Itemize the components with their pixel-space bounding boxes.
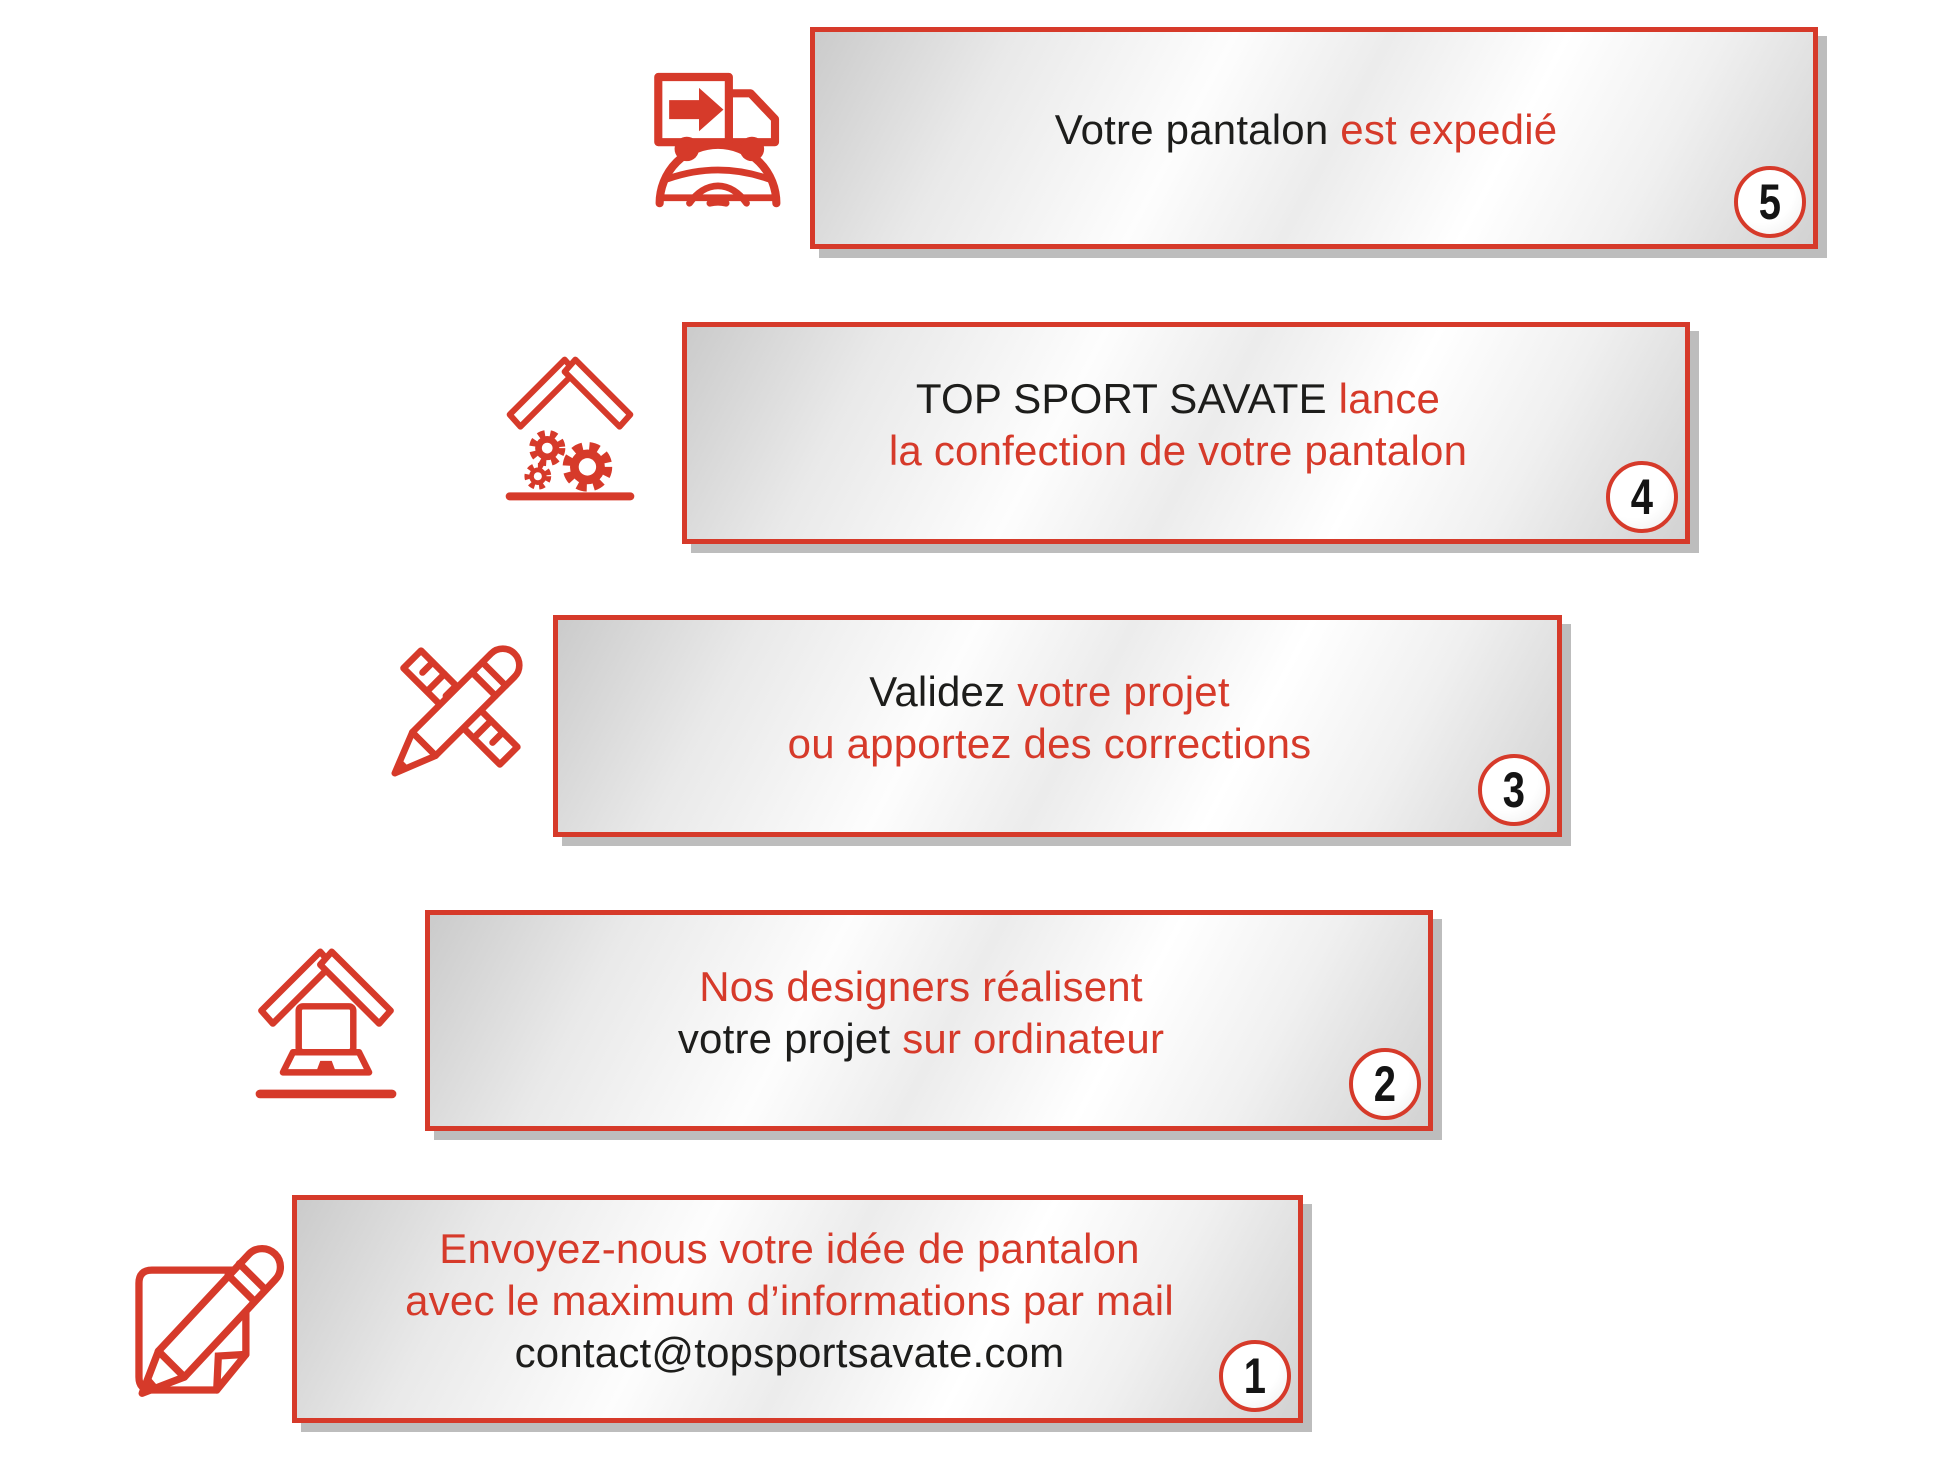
text-line: contact@topsportsavate.com [405,1327,1174,1379]
step-panel-4: TOP SPORT SAVATE lance la confection de … [682,322,1690,544]
email-text: contact@topsportsavate.com [514,1329,1065,1376]
step-1-text: Envoyez-nous votre idée de pantalon avec… [375,1223,1220,1395]
text-line: Validez votre projet [788,666,1312,718]
truck-globe-icon [648,58,788,210]
note-pencil-icon [126,1238,288,1406]
text-segment: Nos designers réalisent [699,962,1143,1010]
step-number: 3 [1502,762,1526,818]
text-line: avec le maximum d’informations par mail [405,1275,1174,1327]
text-segment: est expedié [1340,106,1558,153]
step-number: 1 [1243,1348,1267,1404]
text-line: Envoyez-nous votre idée de pantalon [405,1223,1174,1275]
text-segment: Votre pantalon [1054,106,1341,153]
step-3-text: Validez votre projet ou apportez des cor… [758,666,1358,786]
ruler-pencil-icon [386,633,532,785]
text-line: ou apportez des corrections [788,718,1312,770]
text-segment: TOP SPORT SAVATE [915,375,1339,422]
text-segment: votre projet [1017,668,1230,715]
step-number-badge: 3 [1478,754,1550,826]
house-laptop-icon [253,946,399,1104]
step-number-badge: 4 [1606,461,1678,533]
step-2-text: Nos designers réalisent votre projet sur… [648,961,1210,1081]
step-4-text: TOP SPORT SAVATE lance la confection de … [859,373,1513,493]
step-number: 5 [1758,174,1782,230]
text-segment: Envoyez-nous votre idée de pantalon [439,1225,1140,1272]
text-segment: avec le maximum d’informations par mail [405,1277,1174,1324]
text-line: la confection de votre pantalon [889,425,1467,477]
text-segment: la confection de votre pantalon [888,427,1468,474]
house-gears-icon [503,348,637,508]
step-number: 2 [1373,1056,1397,1112]
step-number: 4 [1630,469,1654,525]
text-line: TOP SPORT SAVATE lance [889,373,1467,425]
step-panel-5: Votre pantalon est expedié 5 [810,27,1818,249]
step-5-text: Votre pantalon est expedié [1025,104,1604,172]
text-segment: Validez [869,668,1018,715]
step-number-badge: 2 [1349,1048,1421,1120]
text-line: Nos designers réalisent [678,961,1164,1013]
text-line: votre projet sur ordinateur [678,1013,1164,1065]
step-number-badge: 5 [1734,166,1806,238]
step-number-badge: 1 [1219,1340,1291,1412]
text-segment: lance [1338,375,1441,422]
step-panel-1: Envoyez-nous votre idée de pantalon avec… [292,1195,1303,1423]
text-segment: votre projet [677,1014,903,1062]
text-segment: sur ordinateur [902,1014,1165,1062]
text-line: Votre pantalon est expedié [1055,104,1558,156]
step-panel-2: Nos designers réalisent votre projet sur… [425,910,1433,1131]
step-panel-3: Validez votre projet ou apportez des cor… [553,615,1562,837]
text-segment: ou apportez des corrections [787,720,1312,767]
